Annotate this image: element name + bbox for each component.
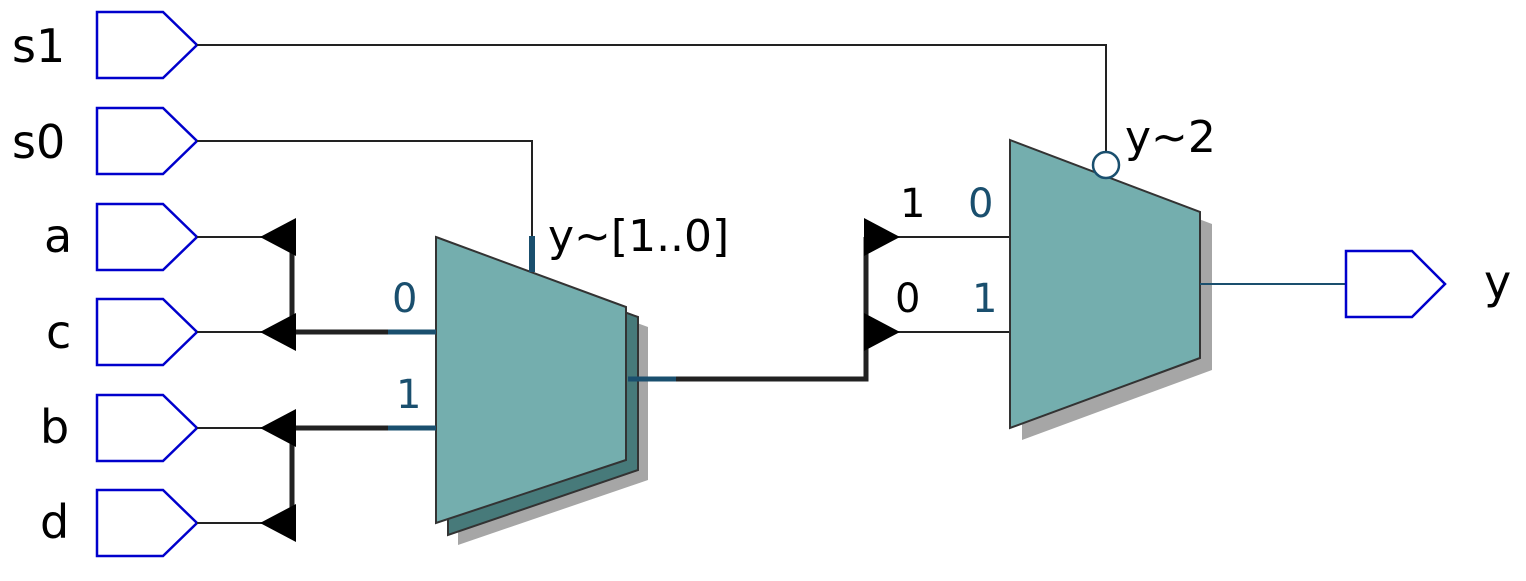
port-shape	[95, 10, 199, 80]
input-port-d[interactable]: d	[40, 488, 199, 558]
mux2-bus-bit-0-label: 0	[895, 276, 920, 322]
bus-arrow-icon	[864, 313, 900, 351]
mux2-bus-bit-1-label: 1	[900, 181, 925, 227]
input-label-d: d	[40, 495, 69, 549]
input-label-c: c	[46, 305, 71, 359]
wires	[197, 44, 1107, 524]
input-port-a[interactable]: a	[44, 202, 199, 272]
mux2-pin1-label: 1	[972, 276, 997, 322]
input-label-a: a	[44, 209, 72, 263]
bus-arrow-icon	[260, 504, 296, 542]
bus-arrow-icon	[260, 313, 296, 351]
port-shape	[95, 393, 199, 463]
output-port-y[interactable]: y	[1344, 249, 1511, 319]
bus-arrow-icon	[260, 409, 296, 447]
mux1-pin1-label: 1	[396, 372, 421, 418]
mux2-pin0-label: 0	[968, 181, 993, 227]
bus-arrow-icon	[864, 218, 900, 256]
output-label-y: y	[1484, 255, 1511, 309]
input-label-b: b	[40, 400, 69, 454]
input-port-s0[interactable]: s0	[12, 106, 199, 176]
port-shape	[95, 202, 199, 272]
port-shape	[1344, 249, 1447, 319]
port-shape	[95, 488, 199, 558]
bus-arrow-icon	[260, 218, 296, 256]
port-shape	[95, 297, 199, 367]
select-inverter-bubble	[1091, 150, 1121, 180]
input-label-s1: s1	[12, 19, 65, 73]
input-port-c[interactable]: c	[46, 297, 199, 367]
bus-mux1-out	[675, 237, 869, 382]
mux1-pin0-label: 0	[392, 276, 417, 322]
wire-s1	[197, 44, 1107, 152]
mux1-name-label: y~[1..0]	[548, 211, 729, 262]
input-label-s0: s0	[12, 115, 65, 169]
mux-y-1-0[interactable]: 0 1 y~[1..0]	[388, 211, 729, 545]
bus-ac	[289, 237, 390, 335]
mux-y-2[interactable]: 0 1 1 0 y~2	[895, 112, 1346, 440]
input-port-b[interactable]: b	[40, 393, 199, 463]
mux2-name-label: y~2	[1125, 112, 1216, 163]
mux-body	[1009, 138, 1201, 430]
input-port-s1[interactable]: s1	[12, 10, 199, 80]
bus-arrows	[260, 218, 900, 542]
port-shape	[95, 106, 199, 176]
wire-s0	[197, 140, 533, 236]
